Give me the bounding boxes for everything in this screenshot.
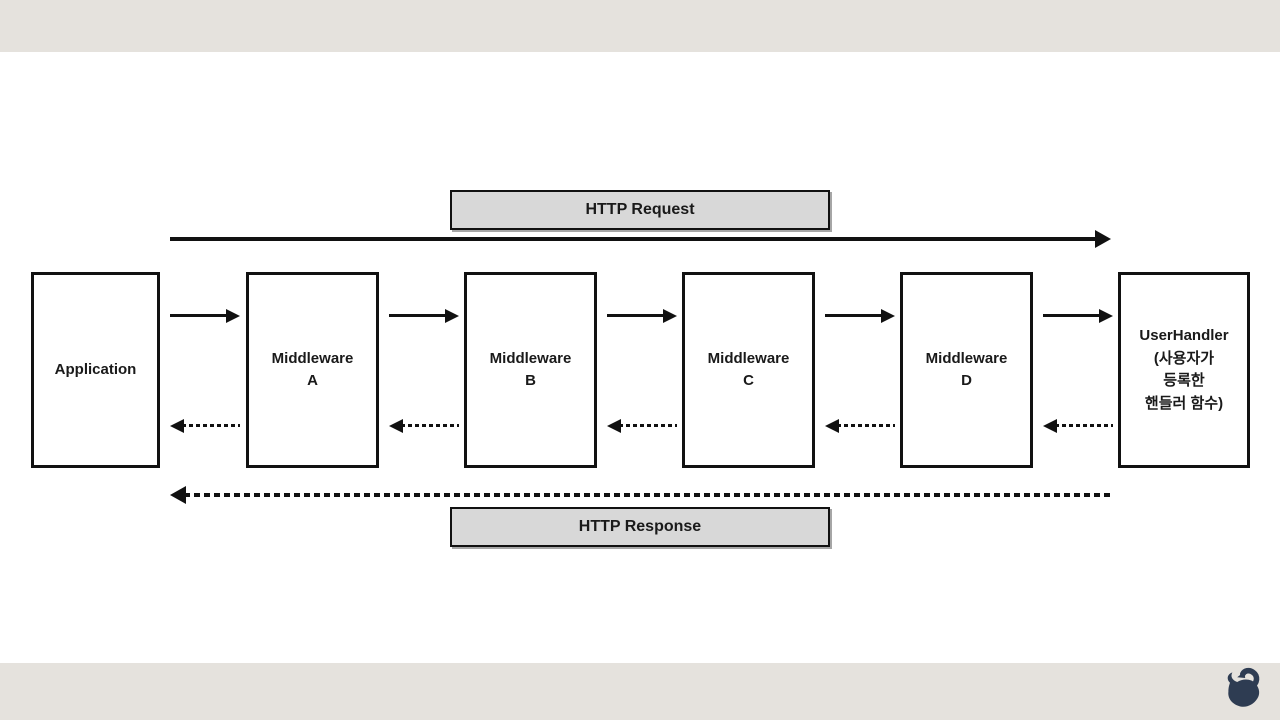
node-middleware-d: Middleware D <box>900 272 1033 468</box>
flow-arrow-forward <box>389 309 459 323</box>
node-application: Application <box>31 272 160 468</box>
http-request-label: HTTP Request <box>450 190 830 230</box>
node-user-handler: UserHandler (사용자가 등록한 핸들러 함수) <box>1118 272 1250 468</box>
node-middleware-c: Middleware C <box>682 272 815 468</box>
arrowhead-right-icon <box>663 309 677 323</box>
arrowhead-right-icon <box>445 309 459 323</box>
flow-arrow-backward <box>170 419 240 433</box>
http-request-arrow <box>170 230 1111 248</box>
arrowhead-left-icon <box>389 419 403 433</box>
arrowhead-right-icon <box>1099 309 1113 323</box>
flow-arrow-backward <box>389 419 459 433</box>
node-middleware-a: Middleware A <box>246 272 379 468</box>
flow-arrow-backward <box>825 419 895 433</box>
arrowhead-left-icon <box>1043 419 1057 433</box>
arrowhead-left-icon <box>825 419 839 433</box>
response-arrow-dotted-line <box>184 493 1111 497</box>
response-arrowhead-icon <box>170 486 186 504</box>
swan-logo-icon <box>1227 667 1260 707</box>
http-response-arrow <box>170 486 1111 504</box>
request-arrowhead-icon <box>1095 230 1111 248</box>
arrowhead-right-icon <box>881 309 895 323</box>
arrowhead-right-icon <box>226 309 240 323</box>
flow-arrow-forward <box>607 309 677 323</box>
flow-arrow-backward <box>607 419 677 433</box>
arrowhead-left-icon <box>170 419 184 433</box>
flow-arrow-forward <box>1043 309 1113 323</box>
request-arrow-line <box>170 237 1097 241</box>
node-middleware-b: Middleware B <box>464 272 597 468</box>
flow-arrow-forward <box>825 309 895 323</box>
bottom-band <box>0 663 1280 720</box>
http-response-label: HTTP Response <box>450 507 830 547</box>
top-band <box>0 0 1280 52</box>
arrowhead-left-icon <box>607 419 621 433</box>
flow-arrow-backward <box>1043 419 1113 433</box>
flow-arrow-forward <box>170 309 240 323</box>
